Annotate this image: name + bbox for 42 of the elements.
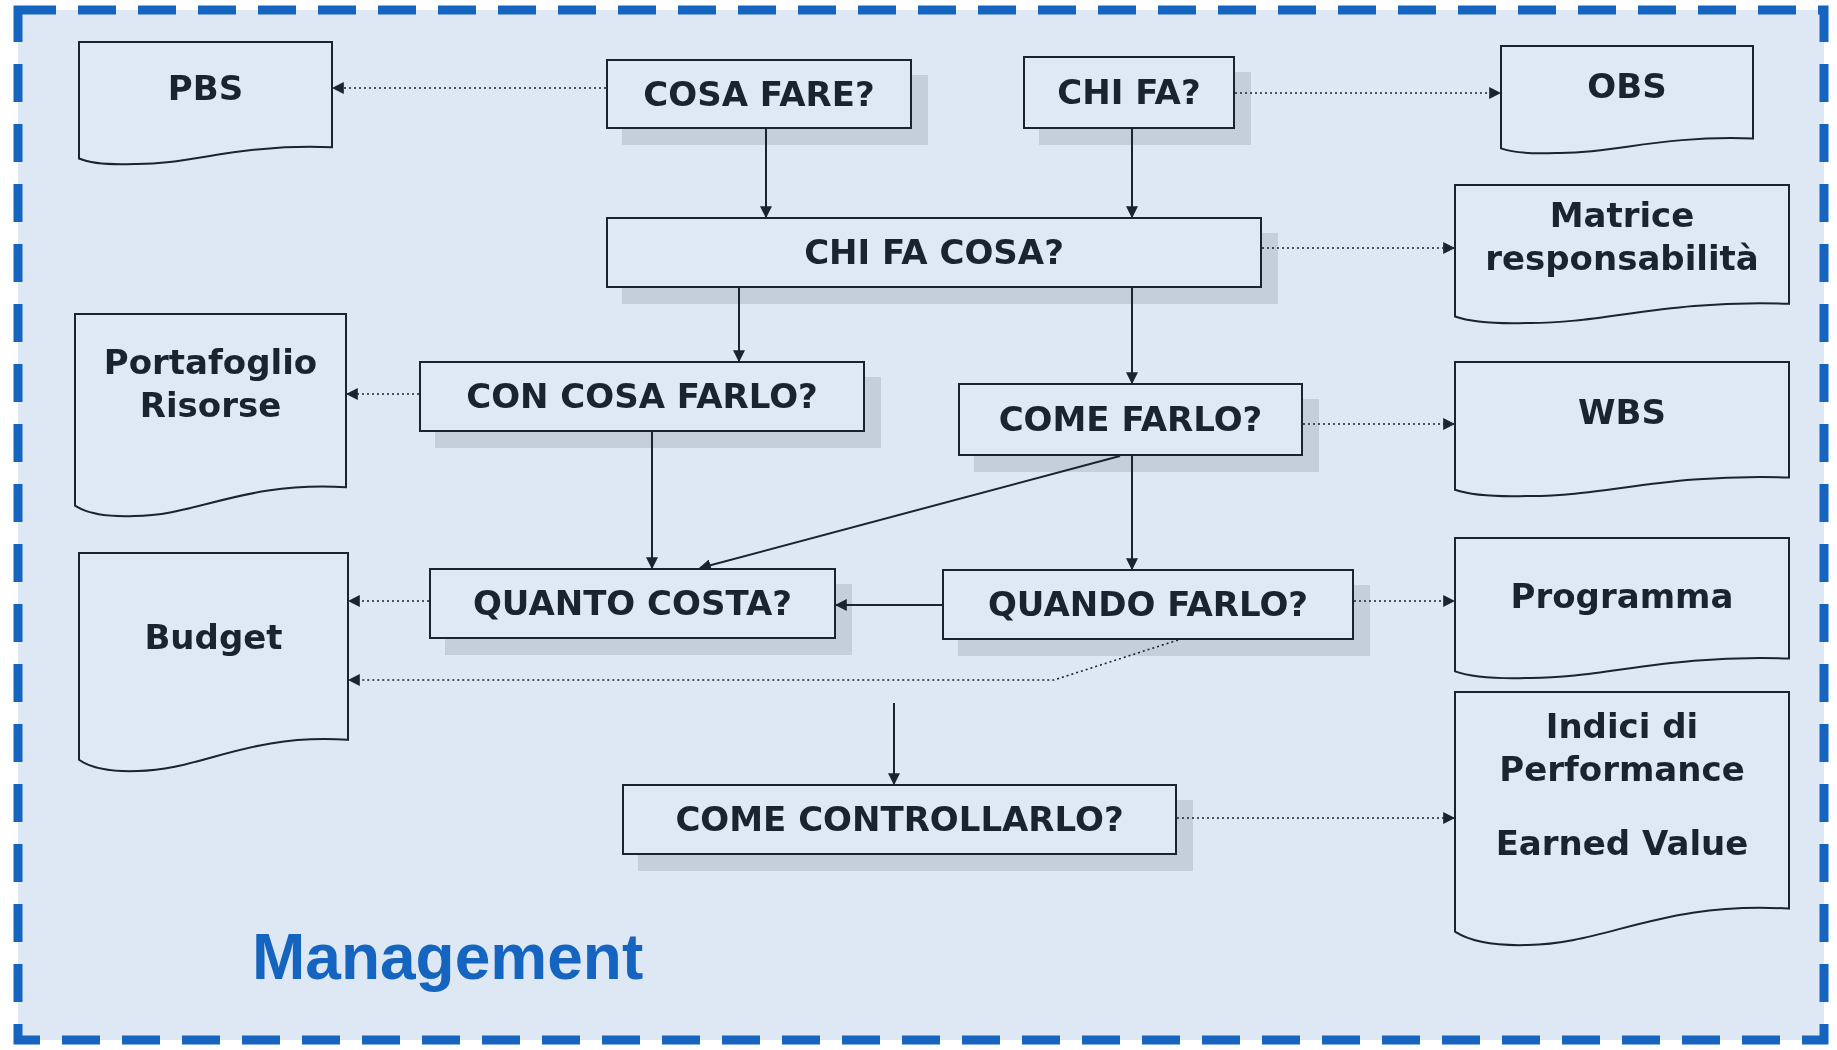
document-shape [74,313,347,518]
node-label: Earned Value [1495,822,1749,865]
node-label: COSA FARE? [643,72,875,116]
document-shape [78,552,349,773]
document-shape [1454,361,1790,498]
process-box [622,784,1177,855]
node-label: Portafoglio Risorse [102,341,319,426]
arrow [1126,287,1138,385]
process-box [606,217,1262,288]
node-label: OBS [1587,65,1667,108]
node-label: Matrice responsabilità [1484,194,1760,279]
process-box [958,383,1303,456]
document-shape [1454,691,1790,947]
node-label: Indici di Performance [1498,705,1746,790]
node-label: QUANDO FARLO? [987,583,1309,626]
arrow [760,128,772,219]
document-shape [1454,537,1790,680]
arrow [1126,128,1138,219]
process-box [942,569,1354,640]
arrow [888,702,900,786]
process-box [419,361,865,432]
process-box [1023,56,1235,129]
arrow [1126,455,1138,571]
title-label: Management [252,920,644,994]
node-label: Programma [1510,575,1734,618]
node-label: CHI FA COSA? [804,231,1064,274]
node-label: CON COSA FARLO? [466,375,818,418]
arrow [698,455,1121,571]
document-shape [1454,184,1790,325]
node-label: COME CONTROLLARLO? [675,798,1124,841]
node-label: PBS [167,67,244,110]
process-box [606,59,912,129]
arrow [646,431,658,570]
arrow [733,287,745,363]
process-box [429,568,836,639]
node-label: Budget [144,616,283,659]
document-shape [1500,45,1754,155]
document-shape [78,41,333,166]
node-label: QUANTO COSTA? [472,582,793,625]
node-label: CHI FA? [1057,71,1201,114]
node-label: WBS [1578,391,1666,434]
node-label: COME FARLO? [998,398,1263,441]
